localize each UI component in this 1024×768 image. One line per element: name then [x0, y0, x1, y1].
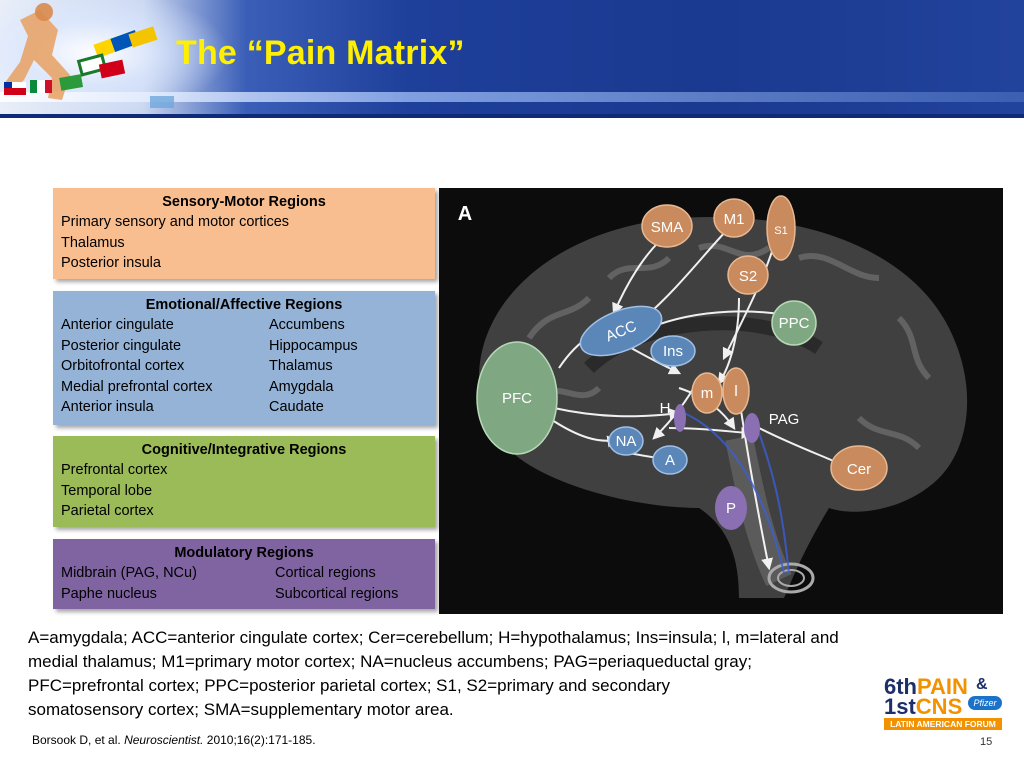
- modulatory-pathways: [683, 412, 790, 574]
- cognitive-item: Parietal cortex: [61, 503, 154, 519]
- cer-label: Cer: [847, 461, 871, 478]
- pfc-region: [476, 341, 558, 455]
- brain-outline: [479, 216, 968, 599]
- runner-with-flags-image: [4, 3, 174, 108]
- l-label: l: [734, 383, 737, 400]
- sma-label: SMA: [651, 219, 684, 236]
- flags-icon: [4, 26, 174, 108]
- modulatory-item-left: Paphe nucleus: [61, 585, 157, 602]
- modulatory-item-right: Cortical regions: [275, 565, 376, 581]
- acc-region: [579, 305, 663, 357]
- sma-region: [641, 204, 693, 248]
- ins-label: Ins: [663, 343, 683, 360]
- sensory-motor-box: Sensory-Motor Regions Primary sensory an…: [53, 188, 435, 279]
- ppc-region: [771, 300, 817, 346]
- pfizer-logo: Pfizer: [968, 696, 1002, 710]
- emotional-item-left: Posterior cingulate: [61, 337, 182, 354]
- emotional-item-left: Orbitofrontal cortex: [61, 358, 185, 374]
- panel-label: A: [458, 203, 472, 225]
- s2-label: S2: [739, 268, 757, 285]
- caption-line: PFC=prefrontal cortex; PPC=posterior par…: [28, 676, 671, 695]
- emotional-item-right: Amygdala: [269, 378, 334, 395]
- pfc-label: PFC: [502, 390, 532, 407]
- m1-label: M1: [724, 211, 745, 228]
- emotional-row: Anterior cingulate Accumbens: [61, 315, 427, 336]
- spinal-rings: [767, 562, 815, 594]
- s2-region: [727, 255, 769, 295]
- na-region: [608, 426, 644, 456]
- logo-ampersand: &: [976, 676, 988, 693]
- ppc-label: PPC: [779, 315, 810, 332]
- a-region: [652, 445, 688, 475]
- s1-region: [766, 195, 796, 261]
- emotional-item-right: Accumbens: [269, 317, 345, 333]
- logo-forum-text: LATIN AMERICAN FORUM: [884, 718, 1002, 730]
- modulatory-item-left: Midbrain (PAG, NCu): [61, 565, 197, 581]
- citation-journal: Neuroscientist.: [124, 733, 204, 747]
- header-banner: The “Pain Matrix”: [0, 0, 1024, 118]
- caption-line: somatosensory cortex; SMA=supplementary …: [28, 700, 454, 719]
- cer-region: [830, 445, 888, 491]
- caption-line: A=amygdala; ACC=anterior cingulate corte…: [28, 628, 839, 647]
- p-label: P: [726, 500, 736, 517]
- modulatory-row: Midbrain (PAG, NCu) Cortical regions: [61, 563, 427, 584]
- emotional-row: Orbitofrontal cortex Thalamus: [61, 356, 427, 377]
- p-region: [715, 486, 747, 530]
- figure-caption: A=amygdala; ACC=anterior cingulate corte…: [28, 626, 988, 722]
- cognitive-item: Prefrontal cortex: [61, 462, 168, 478]
- caption-line: medial thalamus; M1=primary motor cortex…: [28, 652, 752, 671]
- s1-label: S1: [774, 225, 787, 237]
- brain-diagram: A SMA M1 S1 S2 PPC ACC Ins PFC m l H PAG…: [458, 195, 968, 599]
- m1-region: [713, 198, 755, 238]
- logo-cns: CNS: [915, 694, 963, 719]
- ins-region: [650, 335, 696, 367]
- header-light-band: [0, 92, 1024, 102]
- a-label: A: [665, 452, 675, 469]
- sensory-item: Posterior insula: [61, 255, 161, 271]
- cognitive-integrative-box: Cognitive/Integrative Regions Prefrontal…: [53, 436, 435, 527]
- emotional-item-right: Hippocampus: [269, 337, 358, 354]
- sensory-motor-heading: Sensory-Motor Regions: [162, 194, 326, 210]
- emotional-item-right: Caudate: [269, 399, 324, 415]
- modulatory-item-right: Subcortical regions: [275, 585, 399, 602]
- cognitive-item: Temporal lobe: [61, 482, 153, 499]
- sensory-item: Thalamus: [61, 234, 125, 251]
- slide-title: The “Pain Matrix”: [176, 34, 465, 72]
- m-region: [691, 372, 723, 414]
- sensory-item: Primary sensory and motor cortices: [61, 214, 290, 230]
- modulatory-row: Paphe nucleus Subcortical regions: [61, 584, 427, 605]
- logo-1st: 1st: [884, 694, 916, 719]
- emotional-affective-heading: Emotional/Affective Regions: [145, 297, 343, 313]
- l-region: [722, 367, 750, 415]
- header-underline: [0, 114, 1024, 118]
- citation-details: 2010;16(2):171-185.: [206, 733, 316, 747]
- emotional-item-left: Anterior insula: [61, 399, 154, 415]
- modulatory-box: Modulatory Regions Midbrain (PAG, NCu) C…: [53, 539, 435, 609]
- emotional-row: Posterior cingulate Hippocampus: [61, 336, 427, 357]
- h-region: [674, 404, 686, 432]
- cognitive-integrative-heading: Cognitive/Integrative Regions: [141, 442, 347, 458]
- pag-region: [744, 413, 760, 443]
- logo-6th: 6th: [884, 674, 917, 699]
- emotional-row: Medial prefrontal cortex Amygdala: [61, 377, 427, 398]
- pag-label: PAG: [769, 411, 800, 428]
- pain-cns-forum-logo: 6thPAIN & 1stCNS Pfizer LATIN AMERICAN F…: [884, 676, 1004, 734]
- emotional-item-left: Medial prefrontal cortex: [61, 378, 213, 395]
- emotional-row: Anterior insula Caudate: [61, 397, 427, 418]
- brain-pain-matrix-figure: A SMA M1 S1 S2 PPC ACC Ins PFC m l H PAG…: [439, 188, 1003, 614]
- page-number: 15: [980, 736, 993, 748]
- citation-authors: Borsook D, et al.: [32, 733, 121, 747]
- emotional-affective-box: Emotional/Affective Regions Anterior cin…: [53, 291, 435, 425]
- na-label: NA: [616, 433, 637, 450]
- logo-pain: PAIN: [917, 674, 968, 699]
- emotional-item-right: Thalamus: [269, 358, 333, 374]
- h-label: H: [660, 400, 671, 417]
- modulatory-heading: Modulatory Regions: [174, 545, 314, 561]
- m-label: m: [701, 385, 714, 402]
- citation: Borsook D, et al. Neuroscientist. 2010;1…: [32, 733, 316, 747]
- emotional-item-left: Anterior cingulate: [61, 317, 174, 333]
